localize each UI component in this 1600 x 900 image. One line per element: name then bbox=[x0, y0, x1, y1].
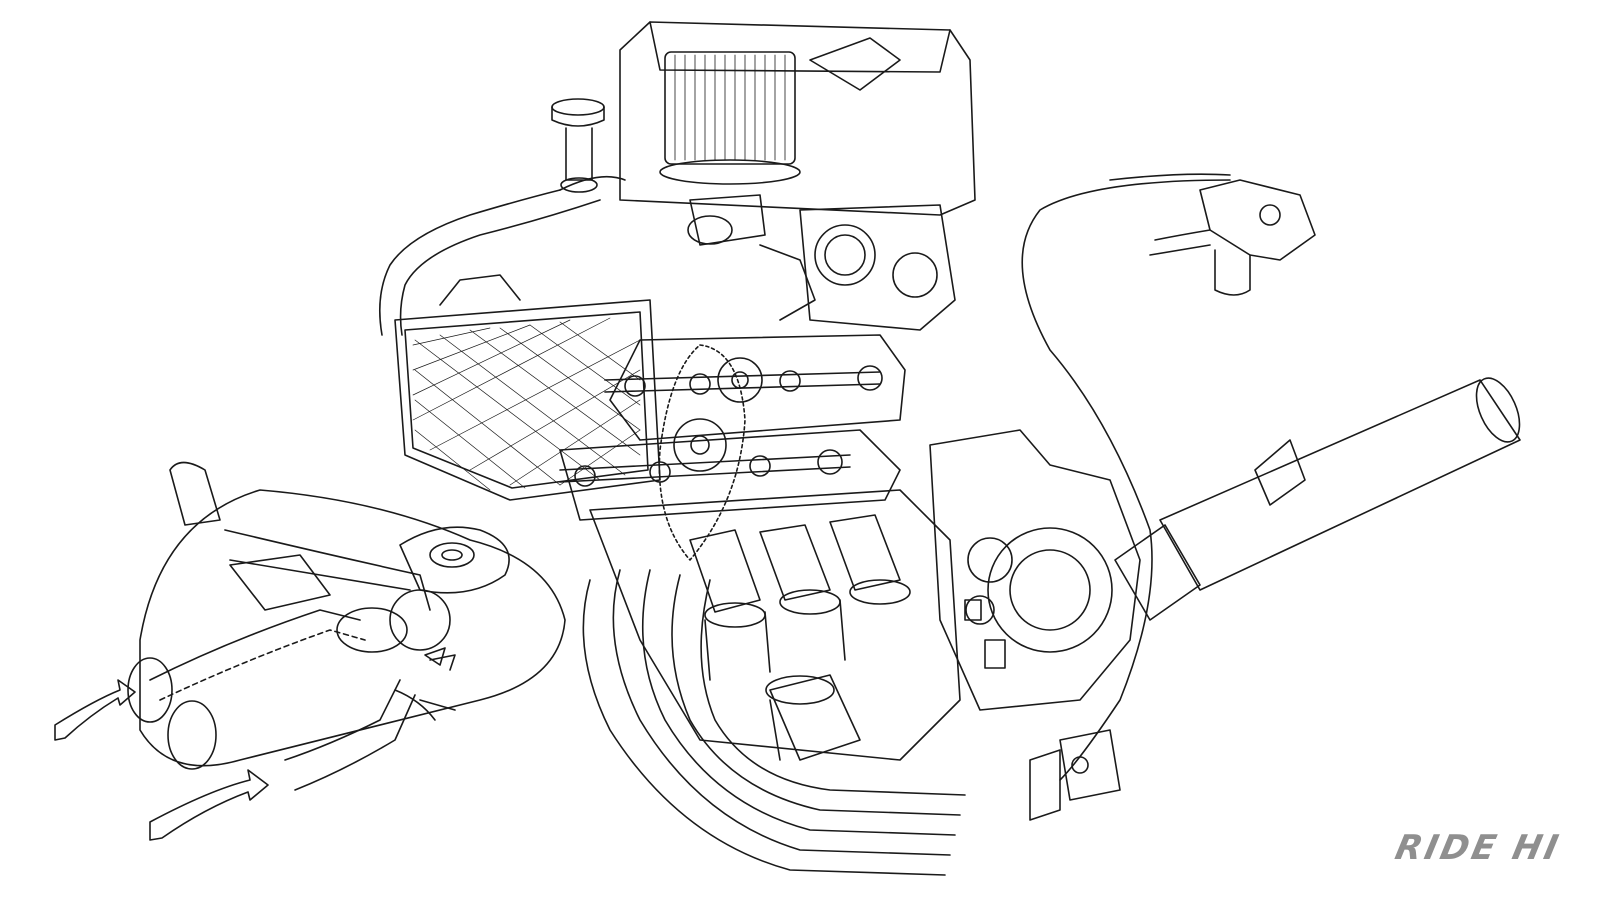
throttle-cable bbox=[1021, 173, 1231, 781]
ride-hi-watermark: RIDE HI bbox=[1391, 828, 1565, 868]
filler-cap bbox=[551, 98, 605, 193]
coolant-pipe bbox=[378, 175, 626, 336]
pump-unit bbox=[1029, 729, 1121, 821]
silencer bbox=[1114, 377, 1521, 621]
airbox bbox=[619, 21, 976, 216]
radiator bbox=[394, 274, 661, 501]
engine-block bbox=[589, 489, 961, 761]
oil-filter bbox=[765, 674, 861, 761]
crankcase bbox=[929, 429, 1141, 711]
cylinder-head bbox=[559, 334, 906, 561]
throttle-switch bbox=[1149, 179, 1316, 296]
carburettors bbox=[687, 194, 956, 331]
exhaust-headers bbox=[582, 569, 966, 876]
inset-ram-air-diagram bbox=[54, 461, 566, 841]
